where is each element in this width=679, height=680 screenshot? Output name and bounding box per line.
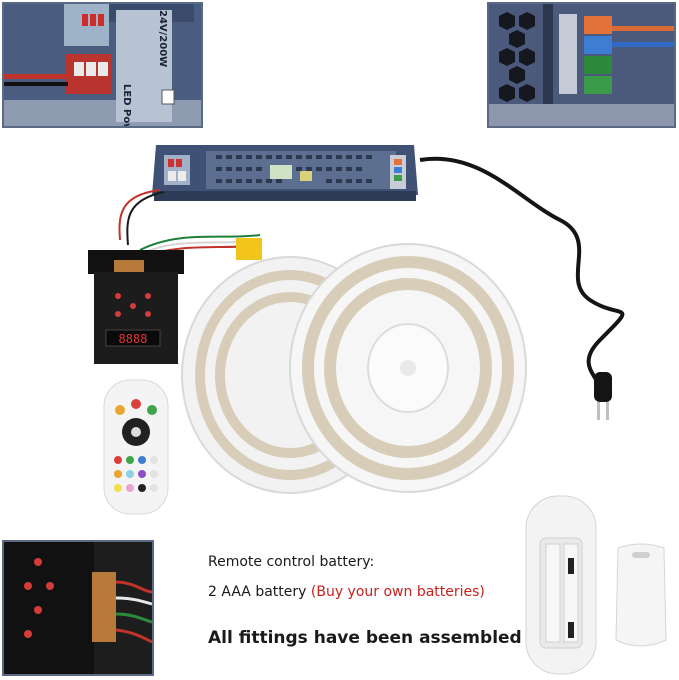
controller-image: 8888 xyxy=(88,250,184,364)
power-supply-closeup-image xyxy=(4,4,201,126)
assembled-caption: All fittings have been assembled xyxy=(208,628,522,648)
remote-back-battery xyxy=(524,494,598,676)
power-supply-label-inset: LED Power Supply 24V/200W xyxy=(2,2,203,128)
eu-plug xyxy=(586,372,620,424)
led-controller: 8888 xyxy=(88,250,184,370)
remote-image xyxy=(103,379,169,515)
remote-back-image xyxy=(525,495,597,675)
remote-control xyxy=(100,378,172,518)
svg-text:8888: 8888 xyxy=(119,332,148,346)
battery-caption-line2: 2 AAA battery (Buy your own batteries) xyxy=(208,584,485,600)
controller-wiring-inset xyxy=(2,540,154,676)
terminal-closeup-inset xyxy=(487,2,676,128)
terminal-closeup-image xyxy=(489,4,674,126)
led-strip-reels xyxy=(180,240,540,500)
reels-image xyxy=(181,243,527,494)
power-supply-unit xyxy=(150,143,420,203)
controller-wiring-image xyxy=(4,542,152,674)
battery-note-text: (Buy your own batteries) xyxy=(310,584,485,600)
battery-type-text: 2 AAA battery xyxy=(208,584,307,600)
battery-caption-line1: Remote control battery: xyxy=(208,554,375,570)
plug-icon xyxy=(594,372,612,420)
battery-cover-image xyxy=(615,543,667,647)
power-supply-image xyxy=(152,145,418,201)
battery-cover xyxy=(612,540,670,652)
